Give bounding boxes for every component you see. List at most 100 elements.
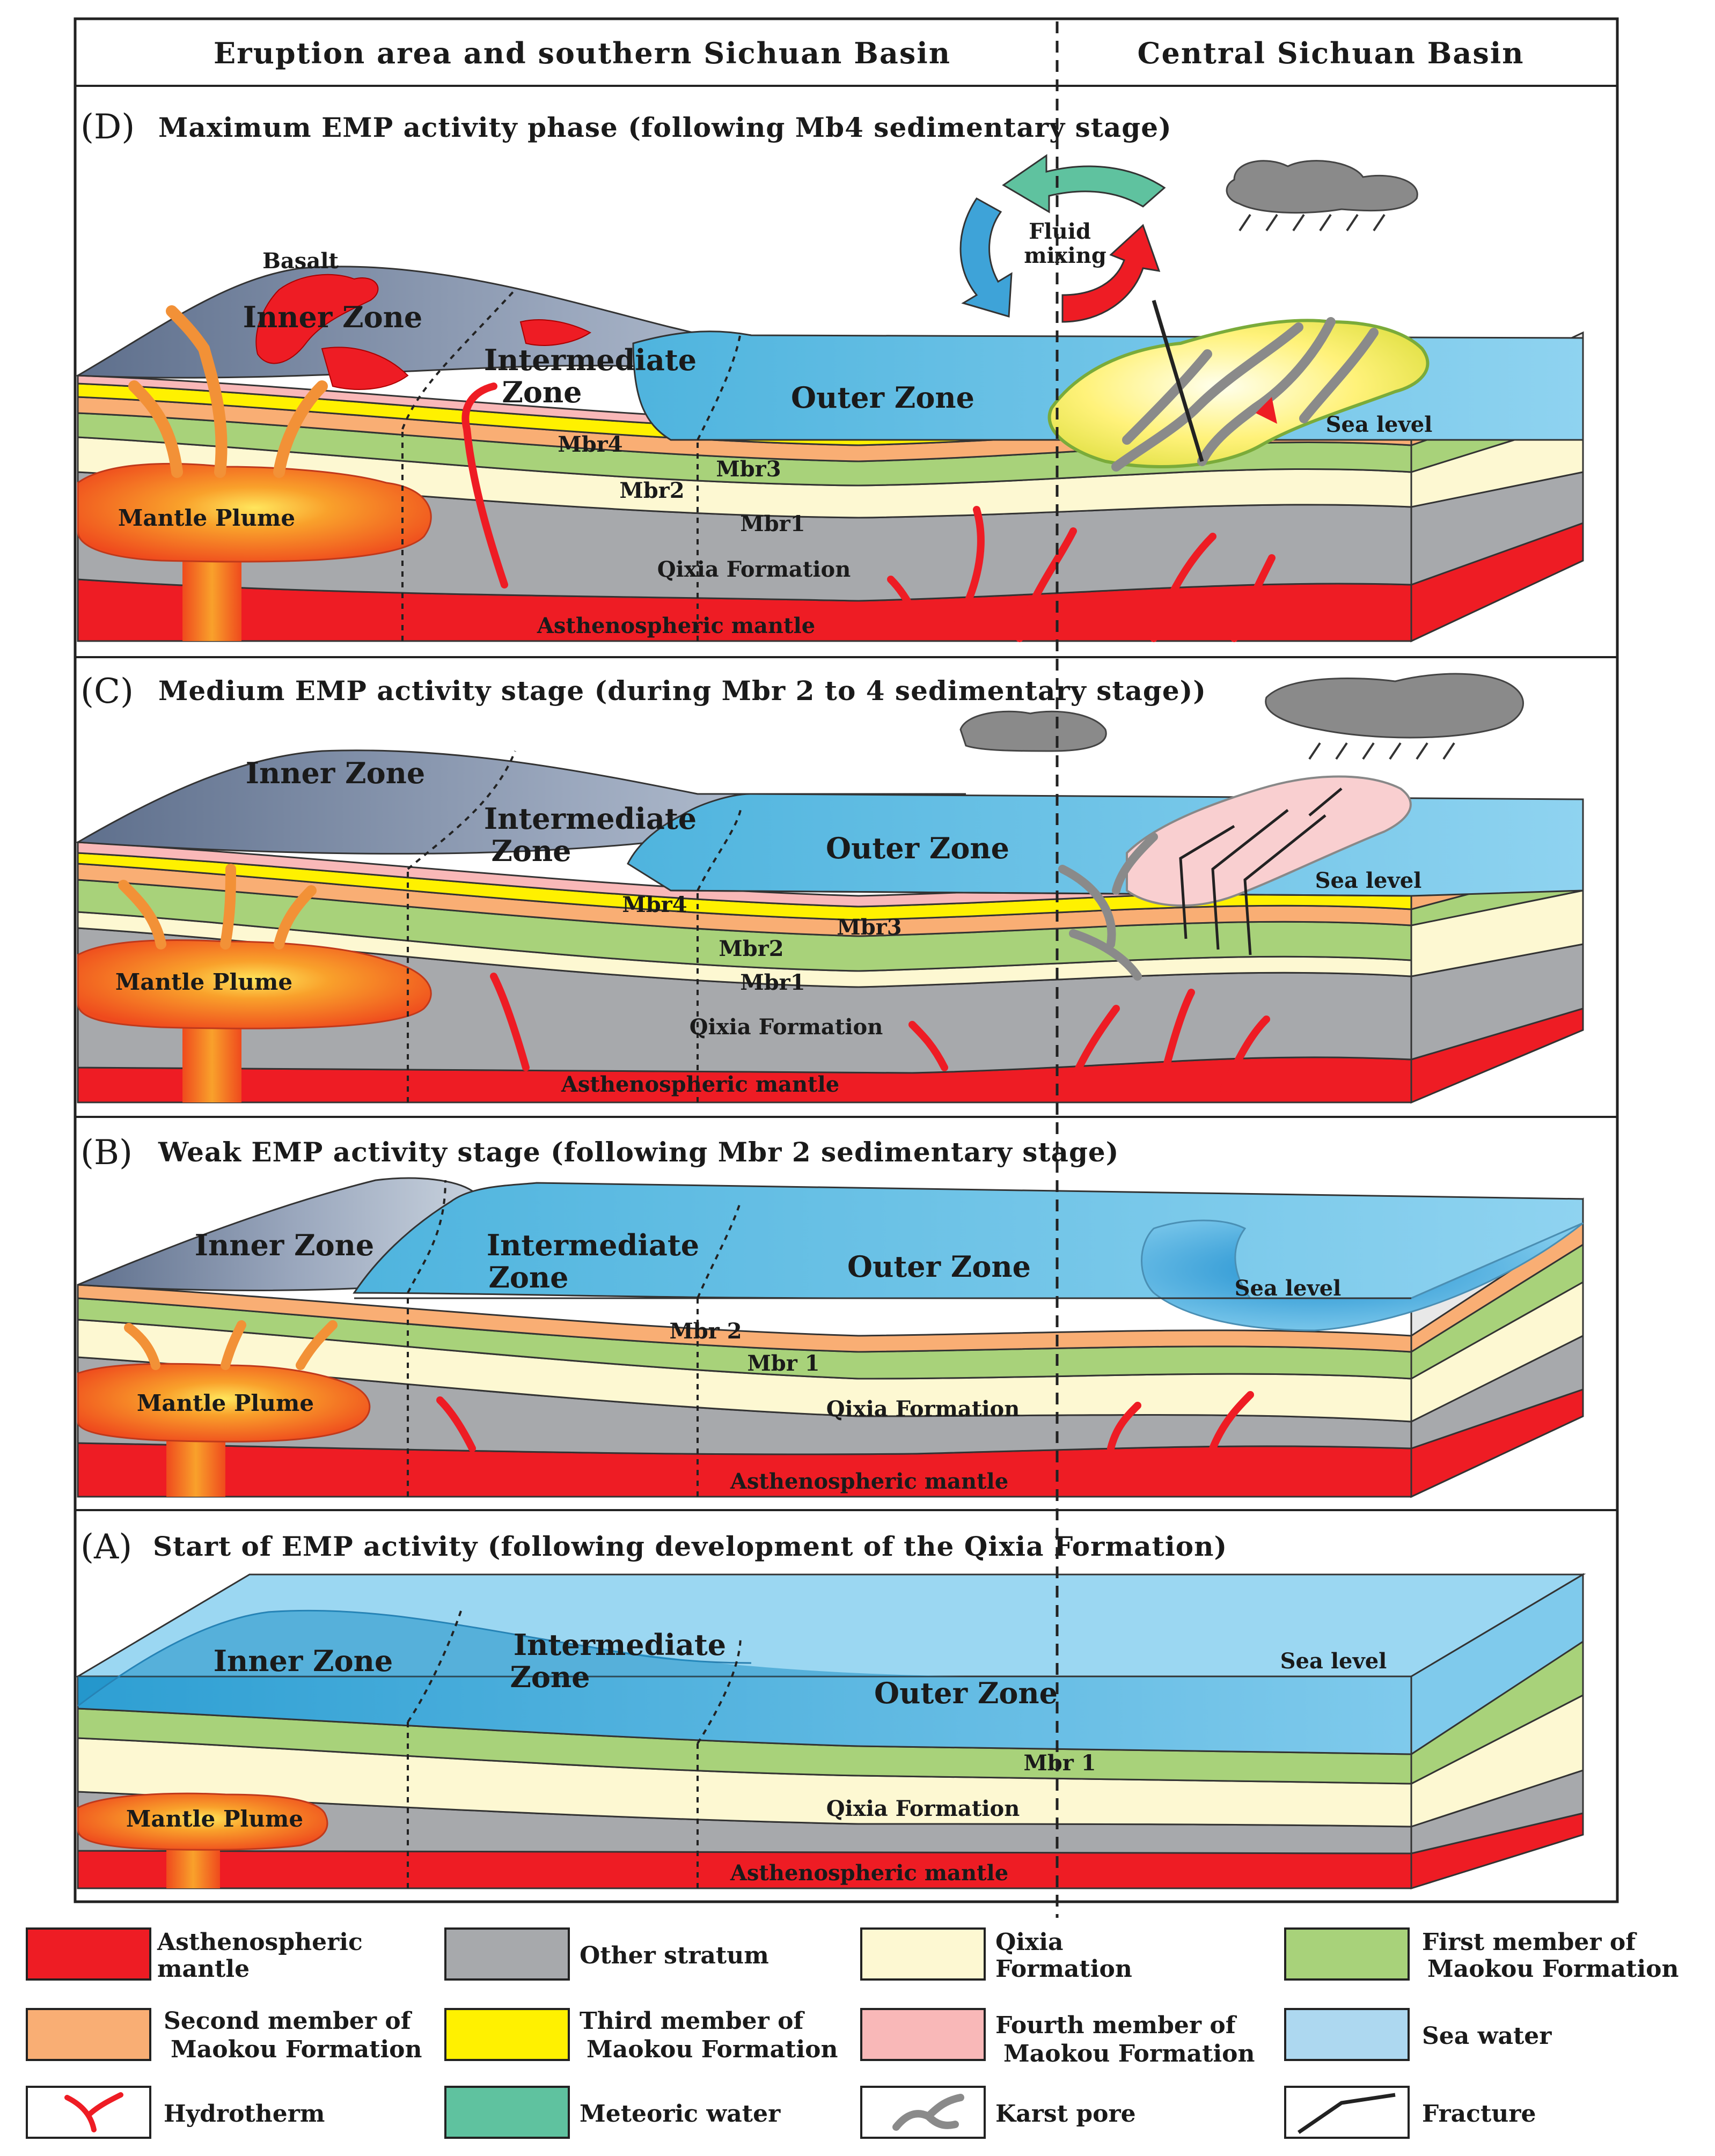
karst-channels: [1111, 317, 1379, 472]
legend-swatch-asthenospheric-mantle: [26, 1927, 151, 1981]
fractures: [1179, 788, 1343, 955]
panel-c: (C) Medium EMP activity stage (during Mb…: [75, 672, 1584, 1104]
intermediate-zone-label-1: Intermediate: [484, 343, 697, 377]
sea-water-front: [77, 1675, 1412, 1755]
panel-d: (D) Maximum EMP activity phase (followin…: [75, 107, 1584, 643]
mbr1-label: Mbr 1: [747, 1351, 819, 1376]
outer-zone-label: Outer Zone: [847, 1249, 1031, 1284]
panel-b-title: Weak EMP activity stage (following Mbr 2…: [158, 1136, 1119, 1168]
qixia-label: Qixia Formation: [657, 557, 851, 582]
sea-level-label: Sea level: [1326, 412, 1433, 437]
header-right-label: Central Sichuan Basin: [1137, 36, 1524, 70]
inner-zone-label: Inner Zone: [246, 756, 425, 790]
intermediate-zone-label-2: Zone: [488, 1260, 568, 1294]
legend-label: Asthenospheric: [157, 1929, 363, 1956]
inner-land-surface: [77, 1177, 474, 1291]
legend-label: Formation: [995, 1955, 1132, 1983]
mantle-plume: [77, 1792, 328, 1851]
qixia-label: Qixia Formation: [826, 1396, 1020, 1422]
legend-label: Second member of: [164, 2007, 413, 2035]
panel-c-title: Medium EMP activity stage (during Mbr 2 …: [158, 675, 1206, 707]
sea-level-label: Sea level: [1280, 1649, 1387, 1674]
figure-frame: [74, 17, 1619, 1903]
mbr3-label: Mbr3: [837, 915, 902, 940]
inner-zone-label: Inner Zone: [243, 300, 422, 334]
sea-level-label: Sea level: [1235, 1276, 1342, 1301]
plume-branches: [118, 864, 317, 950]
mantle-plume-label: Mantle Plume: [115, 969, 292, 995]
intermediate-zone-label-2: Zone: [491, 834, 571, 868]
legend-label: Fracture: [1422, 2100, 1536, 2128]
seawater-arrow: [959, 197, 1013, 318]
mbr1-label: Mbr1: [740, 511, 805, 536]
basalt-flows: [255, 274, 591, 390]
asthenosphere-label: Asthenospheric mantle: [537, 613, 815, 638]
hydrotherm-arrow: [1256, 397, 1277, 424]
mbr2-label: Mbr 2: [669, 1319, 742, 1344]
mantle-plume: [77, 939, 432, 1029]
header-left-label: Eruption area and southern Sichuan Basin: [214, 36, 951, 70]
legend-swatch-fourth-member: [860, 2008, 986, 2061]
qixia-label: Qixia Formation: [690, 1014, 883, 1040]
karst-channels: [1058, 833, 1158, 981]
legend-label: Qixia: [995, 1929, 1064, 1956]
seafloor-shade: [78, 1610, 966, 1706]
intermediate-zone-label-2: Zone: [510, 1660, 590, 1694]
legend-label: Other stratum: [580, 1942, 769, 1969]
karst-pore-icon: [892, 2094, 964, 2131]
intermediate-zone-label-2: Zone: [502, 375, 582, 409]
rain-cloud: [959, 710, 1107, 752]
panel-d-letter: (D): [80, 107, 135, 147]
legend-label: Maokou Formation: [587, 2036, 838, 2063]
fracture-icon: [1298, 2093, 1396, 2134]
plume-branches: [128, 305, 328, 478]
mbr2-label: Mbr2: [719, 936, 783, 961]
rain-cloud: [1226, 160, 1418, 214]
rain-drops: [1238, 214, 1386, 232]
hydrotherm-flow-arrow: [1061, 224, 1161, 323]
fracture-line: [1152, 299, 1204, 462]
zone-boundaries: [407, 1180, 742, 1497]
sea-level-line: [670, 889, 1412, 897]
intermediate-zone-label-1: Intermediate: [514, 1628, 726, 1662]
legend-label: mantle: [157, 1955, 250, 1983]
legend-label: Fourth member of: [995, 2012, 1237, 2039]
hydrotherm-veins: [461, 382, 1276, 642]
mantle-plume-label: Mantle Plume: [126, 1806, 303, 1832]
qixia-label: Qixia Formation: [826, 1796, 1020, 1821]
sea-surface: [353, 1182, 1584, 1299]
legend-swatch-other-stratum: [444, 1927, 570, 1981]
panel-a-letter: (A): [80, 1527, 132, 1567]
sea-surface: [627, 793, 1584, 897]
panel-d-title: Maximum EMP activity phase (following Mb…: [158, 112, 1172, 143]
legend-label: Karst pore: [995, 2100, 1136, 2128]
legend-swatch-third-member: [444, 2008, 570, 2061]
panel-a-title: Start of EMP activity (following develop…: [153, 1530, 1227, 1562]
legend-swatch-second-member: [26, 2008, 151, 2061]
legend-swatch-qixia-formation: [860, 1927, 986, 1981]
legend-swatch-first-member: [1284, 1927, 1410, 1981]
mantle-plume-label: Mantle Plume: [137, 1390, 314, 1416]
panel-a: (A) Start of EMP activity (following dev…: [75, 1527, 1586, 1890]
inner-zone-label: Inner Zone: [214, 1644, 393, 1678]
zone-boundaries: [407, 750, 742, 1102]
mbr4-label: Mbr4: [622, 892, 687, 917]
rain-cloud: [1265, 673, 1524, 739]
inner-zone-label: Inner Zone: [195, 1228, 374, 1262]
legend-label: Maokou Formation: [1427, 1955, 1679, 1983]
outer-zone-label: Outer Zone: [874, 1676, 1058, 1710]
mantle-plume: [77, 462, 432, 563]
panel-b: (B) Weak EMP activity stage (following M…: [77, 1133, 1584, 1498]
hydrotherm-veins: [490, 973, 1270, 1098]
mbr2-label: Mbr2: [619, 478, 684, 503]
rain-drops: [1308, 742, 1455, 760]
basalt-label: Basalt: [262, 248, 339, 274]
fluid-mixing-label-1: Fluid: [1029, 219, 1091, 244]
panel-c-letter: (C): [80, 672, 134, 711]
mbr3-label: Mbr3: [716, 457, 781, 482]
mantle-plume-label: Mantle Plume: [118, 505, 295, 531]
mbr1-label: Mbr1: [740, 970, 805, 995]
sea-level-pool: [1141, 1219, 1584, 1331]
legend-label: Meteoric water: [580, 2100, 781, 2128]
